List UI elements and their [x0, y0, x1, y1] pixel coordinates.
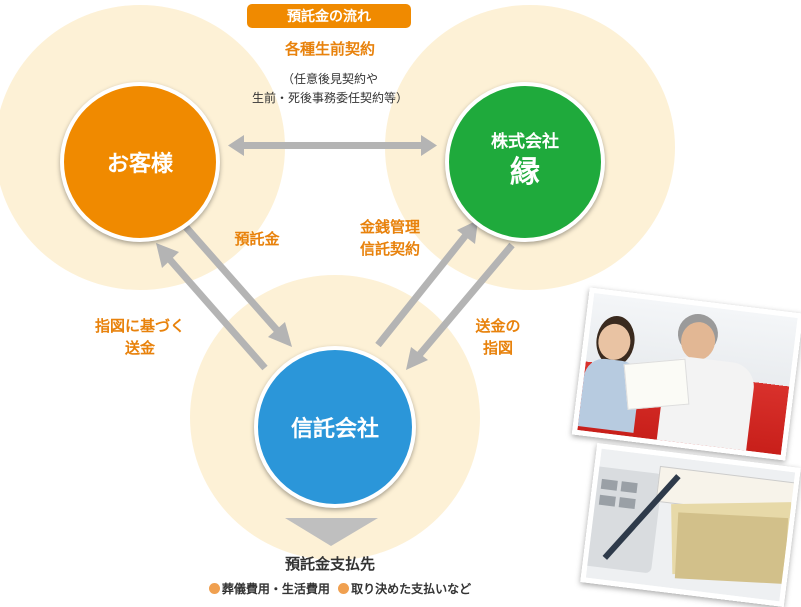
- bullet-dot: [208, 583, 220, 594]
- company-label-line2: 縁: [510, 155, 540, 190]
- instructed-remittance-text-1: 指図に基づく: [94, 317, 185, 335]
- contract-label: 各種生前契約: [240, 38, 420, 60]
- instructed-remittance-label: 指図に基づく 送金: [80, 315, 200, 359]
- customer-company-arrow: [228, 135, 437, 156]
- send-instruction-text-2: 指図: [482, 339, 513, 357]
- money-management-text-2: 信託契約: [359, 240, 420, 258]
- destination-title-text: 預託金支払先: [284, 555, 375, 573]
- company-label-line1: 株式会社: [491, 132, 559, 152]
- send-instruction-arrow: [406, 242, 515, 370]
- destination-item-2: 取り決めた支払いなど: [351, 582, 472, 596]
- down-triangle-arrow: [285, 518, 378, 546]
- trust-label: 信託会社: [290, 417, 379, 442]
- trust-node: 信託会社: [254, 346, 416, 508]
- destination-item-1: 葬儀費用・生活費用: [221, 582, 330, 596]
- flow-title: 預託金の流れ: [287, 9, 371, 25]
- deposit-label: 預託金: [222, 228, 292, 250]
- couple-photo: [571, 287, 801, 461]
- deposit-arrow: [182, 223, 292, 347]
- money-management-text-1: 金銭管理: [359, 218, 420, 236]
- bullet-dot: [338, 583, 350, 594]
- contract-sub-label: （任意後見契約や 生前・死後事務委任契約等）: [230, 70, 430, 108]
- money-management-label: 金銭管理 信託契約: [345, 216, 435, 260]
- money-management-arrow: [375, 220, 478, 348]
- instructed-remittance-arrow: [156, 243, 268, 371]
- money-calculator-photo: [580, 443, 801, 607]
- send-instruction-text-1: 送金の: [475, 317, 521, 335]
- contract-main: 各種生前契約: [284, 40, 375, 58]
- instructed-remittance-text-2: 送金: [124, 339, 155, 357]
- customer-node: お客様: [60, 82, 220, 242]
- contract-sub-1: （任意後見契約や: [281, 72, 378, 86]
- destination-title: 預託金支払先: [240, 553, 420, 574]
- deposit-text: 預託金: [234, 230, 280, 248]
- destination-items: 葬儀費用・生活費用 取り決めた支払いなど: [160, 580, 520, 597]
- flow-title-badge: 預託金の流れ: [247, 4, 411, 28]
- company-node: 株式会社 縁: [445, 82, 605, 242]
- contract-sub-2: 生前・死後事務委任契約等）: [251, 91, 408, 105]
- send-instruction-label: 送金の 指図: [458, 315, 538, 359]
- customer-label: お客様: [106, 152, 173, 177]
